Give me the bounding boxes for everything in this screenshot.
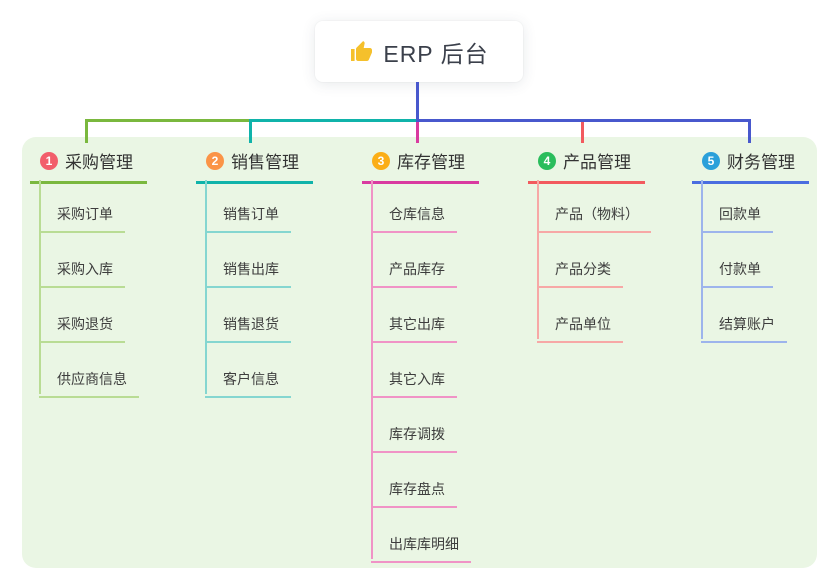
- branch1-drop-line: [85, 119, 88, 143]
- branch-header[interactable]: 5 财务管理: [692, 148, 809, 184]
- root-node-label: ERP 后台: [383, 40, 489, 67]
- root-node[interactable]: ERP 后台: [315, 21, 523, 82]
- mindmap-item[interactable]: 回款单: [701, 204, 773, 233]
- mindmap-item[interactable]: 客户信息: [205, 369, 291, 398]
- branch-trunk-line: [701, 180, 703, 339]
- branch2-drop-line: [249, 119, 252, 143]
- branch-number-badge: 4: [538, 151, 556, 170]
- mindmap-item[interactable]: 采购订单: [39, 204, 125, 233]
- branch-label: 销售管理: [231, 153, 299, 172]
- mindmap-item[interactable]: 销售退货: [205, 314, 291, 343]
- branch5-drop-line: [748, 119, 751, 143]
- mindmap-item[interactable]: 采购退货: [39, 314, 125, 343]
- mindmap-item[interactable]: 其它出库: [371, 314, 457, 343]
- branches-panel: [22, 137, 817, 568]
- branch-sales: 2 销售管理 销售订单销售出库销售退货客户信息: [196, 148, 313, 398]
- branch-product: 4 产品管理 产品（物料） 产品分类产品单位: [528, 148, 651, 343]
- branch-header[interactable]: 4 产品管理: [528, 148, 645, 184]
- mindmap-item[interactable]: 产品分类: [537, 259, 623, 288]
- spine-left-teal-segment: [249, 119, 419, 122]
- mindmap-item[interactable]: 采购入库: [39, 259, 125, 288]
- mindmap-item[interactable]: 仓库信息: [371, 204, 457, 233]
- mindmap-item[interactable]: 库存盘点: [371, 479, 457, 508]
- mindmap-item[interactable]: 产品库存: [371, 259, 457, 288]
- branch4-drop-line: [581, 119, 584, 143]
- branch-number-badge: 1: [40, 151, 58, 170]
- branch-label: 库存管理: [397, 153, 465, 172]
- mindmap-item[interactable]: 销售出库: [205, 259, 291, 288]
- mindmap-item[interactable]: 付款单: [701, 259, 773, 288]
- mindmap-item[interactable]: 其它入库: [371, 369, 457, 398]
- branch-inventory: 3 库存管理 仓库信息产品库存其它出库其它入库库存调拨库存盘点出库库明细: [362, 148, 479, 563]
- branch-label: 财务管理: [727, 153, 795, 172]
- branch-finance: 5 财务管理 回款单付款单结算账户: [692, 148, 809, 343]
- branch-number-badge: 2: [206, 151, 224, 170]
- mindmap-item[interactable]: 结算账户: [701, 314, 787, 343]
- branch-trunk-line: [371, 180, 373, 559]
- mindmap-item[interactable]: 库存调拨: [371, 424, 457, 453]
- branch-number-badge: 5: [702, 151, 720, 170]
- branch-header[interactable]: 3 库存管理: [362, 148, 479, 184]
- branch-number-badge: 3: [372, 151, 390, 170]
- mindmap-item[interactable]: 出库库明细: [371, 534, 471, 563]
- spine-left-green-segment: [85, 119, 252, 122]
- mindmap-item[interactable]: 产品（物料）: [537, 204, 651, 233]
- mindmap-item[interactable]: 销售订单: [205, 204, 291, 233]
- root-connector-line: [416, 82, 419, 122]
- thumbs-up-icon: [351, 40, 373, 61]
- branch-trunk-line: [537, 180, 539, 339]
- branch-purchase: 1 采购管理 采购订单采购入库采购退货供应商信息: [30, 148, 147, 398]
- branch3-drop-line: [416, 119, 419, 143]
- branch-label: 采购管理: [65, 153, 133, 172]
- branch-header[interactable]: 1 采购管理: [30, 148, 147, 184]
- mindmap-item[interactable]: 供应商信息: [39, 369, 139, 398]
- branch-label: 产品管理: [563, 153, 631, 172]
- mindmap-item[interactable]: 产品单位: [537, 314, 623, 343]
- spine-right-blue-segment: [416, 119, 751, 122]
- branch-header[interactable]: 2 销售管理: [196, 148, 313, 184]
